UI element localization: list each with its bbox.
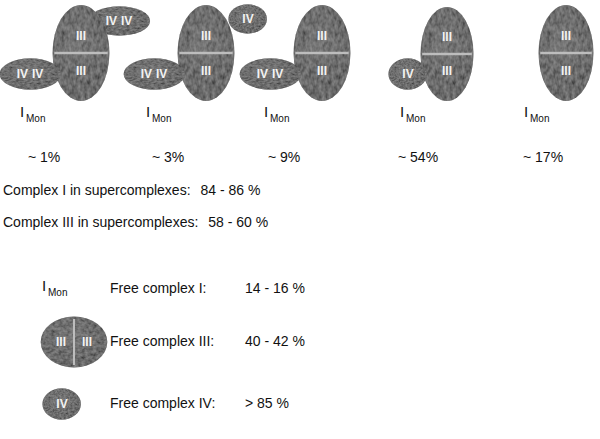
complex-iv-label: IV (141, 68, 152, 80)
dimer-divide (295, 52, 348, 55)
complex-iv-pair: IV IV (123, 58, 186, 90)
complex-iv-label: IV (17, 68, 28, 80)
shape-outline (40, 316, 108, 368)
legend-value: 14 - 16 % (245, 281, 305, 296)
complex-iv: IV (42, 388, 81, 420)
complex-iv-label: IV (272, 68, 283, 80)
subscript: Mon (530, 113, 549, 124)
percentage: ~ 1% (28, 150, 60, 165)
legend-label: Free complex III: (110, 334, 214, 349)
subscript: Mon (26, 113, 45, 124)
subscript: Mon (406, 113, 425, 124)
complex-iv-label: IV (156, 68, 167, 80)
shape-fill (123, 58, 184, 89)
complex-iii-dimer: III III (420, 6, 474, 102)
complex-iv-label: IV (106, 15, 117, 27)
shape-fill (239, 58, 300, 89)
complex-iv-label: IV (32, 68, 43, 80)
complex-iv: IV (228, 4, 267, 34)
subunit-i: I (400, 104, 404, 121)
complex-iv-label: IV (56, 398, 67, 410)
subscript: Mon (152, 113, 171, 124)
complex-iii-dimer: III III (40, 316, 108, 368)
complex-iii-label: III (76, 65, 86, 77)
complex-iii-label: III (76, 30, 86, 42)
dimer-divide (540, 52, 592, 55)
complex-iv-pair: IV IV (239, 58, 302, 90)
summary-label: Complex III in supercomplexes: (3, 215, 198, 230)
subunit-i: I (264, 104, 268, 121)
dimer-divide (73, 319, 75, 365)
complex-iii-label: III (56, 336, 66, 348)
shape-fill (539, 5, 594, 101)
summary-value: 58 - 60 % (208, 215, 268, 230)
shape-outline (0, 58, 61, 90)
legend-value: > 85 % (245, 396, 289, 411)
shape-fill (0, 58, 61, 89)
subscript: Mon (270, 113, 289, 124)
subunit-i: I (42, 278, 46, 295)
complex-iv-label: IV (402, 68, 413, 80)
shape-outline (538, 4, 594, 102)
shape-fill (389, 58, 428, 89)
complex-iii-label: III (82, 336, 92, 348)
shape-fill (41, 317, 108, 368)
complex-iv-label: IV (242, 13, 253, 25)
shape-outline (420, 6, 474, 102)
complex-iii-label: III (561, 65, 571, 77)
shape-fill (421, 7, 474, 101)
complex-iii-label: III (317, 30, 327, 42)
percentage: ~ 9% (268, 150, 300, 165)
percentage: ~ 17% (523, 150, 563, 165)
shape-fill (294, 5, 351, 101)
shape-outline (239, 58, 302, 90)
dimer-divide (179, 52, 232, 55)
complex-iii-label: III (201, 30, 211, 42)
shape-fill (229, 4, 268, 33)
shape-outline (177, 4, 235, 102)
shape-outline (293, 4, 351, 102)
complex-iii-label: III (317, 65, 327, 77)
dimer-divide (54, 52, 107, 55)
legend-value: 40 - 42 % (245, 334, 305, 349)
subunit-i: I (146, 104, 150, 121)
complex-iv-label: IV (257, 68, 268, 80)
complex-iv-label: IV (121, 15, 132, 27)
complex-iii-dimer: III III (52, 4, 110, 102)
complex-iii-label: III (561, 30, 571, 42)
percentage: ~ 3% (152, 150, 184, 165)
subscript: Mon (48, 287, 67, 298)
summary-value: 84 - 86 % (201, 183, 261, 198)
percentage: ~ 54% (398, 150, 438, 165)
complex-iv-pair: IV IV (0, 58, 61, 90)
subunit-i: I (524, 104, 528, 121)
shape-fill (53, 5, 110, 101)
subunit-i: I (20, 104, 24, 121)
complex-iii-label: III (201, 65, 211, 77)
complex-iii-label: III (442, 31, 452, 43)
shape-fill (178, 5, 235, 101)
complex-iv: IV (388, 58, 427, 90)
shape-fill (43, 388, 82, 419)
shape-outline (123, 58, 186, 90)
legend-label: Free complex I: (110, 281, 206, 296)
legend-label: Free complex IV: (110, 396, 215, 411)
shape-outline (52, 4, 110, 102)
dimer-divide (422, 53, 472, 56)
complex-iii-dimer: III III (177, 4, 235, 102)
complex-iii-dimer: III III (293, 4, 351, 102)
summary-label: Complex I in supercomplexes: (3, 183, 191, 198)
complex-iii-label: III (442, 65, 452, 77)
complex-iii-dimer: III III (538, 4, 594, 102)
